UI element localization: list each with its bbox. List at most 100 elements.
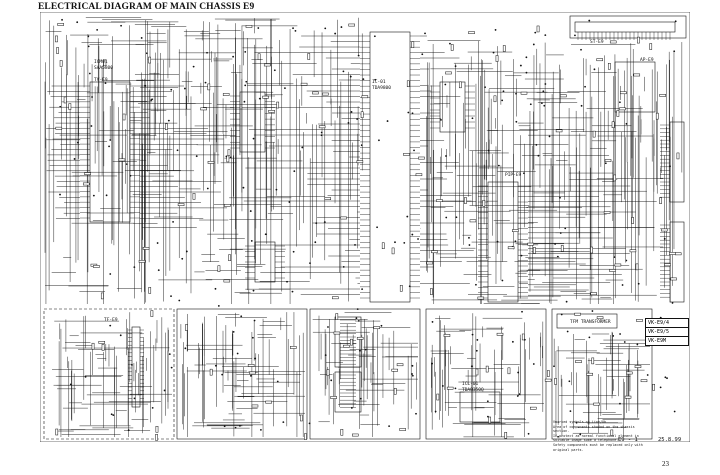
junction-dot (349, 75, 352, 78)
junction-dot (253, 319, 256, 322)
junction-dot (544, 83, 547, 85)
safety-notes: Vmarked symbols on Line/Ub. Area of comp… (553, 420, 643, 452)
component (101, 344, 105, 351)
junction-dot (244, 84, 247, 87)
diagram-title: ELECTRICAL DIAGRAM OF MAIN CHASSIS E9 (38, 2, 255, 12)
junction-dot (204, 81, 207, 84)
junction-dot (170, 88, 173, 91)
component (611, 121, 615, 129)
st-strip (569, 15, 687, 39)
junction-dot (92, 194, 95, 197)
junction-dot (342, 70, 345, 73)
junction-dot (364, 348, 367, 351)
component (209, 368, 213, 376)
junction-dot (327, 326, 329, 328)
junction-dot (145, 52, 148, 55)
component (613, 174, 616, 182)
junction-dot (454, 65, 457, 68)
junction-dot (525, 56, 528, 59)
junction-dot (359, 397, 362, 400)
component (670, 277, 677, 281)
junction-dot (357, 54, 360, 57)
junction-dot (619, 402, 621, 405)
junction-dot (308, 422, 311, 425)
transformer-2 (334, 316, 362, 368)
component (475, 368, 479, 376)
junction-dot (340, 26, 343, 28)
junction-dot (76, 21, 79, 24)
junction-dot (324, 354, 327, 357)
junction-dot (232, 330, 235, 333)
junction-dot (242, 186, 245, 189)
junction-dot (557, 435, 560, 438)
junction-dot (129, 174, 132, 177)
component (340, 216, 347, 220)
component (304, 433, 307, 440)
component (635, 263, 639, 271)
component (122, 113, 126, 121)
junction-dot (408, 285, 411, 288)
junction-dot (320, 131, 323, 134)
junction-dot (119, 334, 122, 337)
component (82, 182, 90, 186)
junction-dot (358, 349, 361, 352)
junction-dot (575, 421, 578, 424)
component (609, 269, 616, 272)
junction-dot (206, 187, 209, 190)
module-label-3: VK-E9M (648, 338, 667, 344)
junction-dot (292, 27, 294, 30)
component (155, 426, 159, 433)
component (604, 159, 612, 162)
component (207, 161, 215, 164)
component (436, 199, 443, 202)
junction-dot (178, 299, 181, 302)
component (360, 111, 364, 119)
component (637, 36, 640, 44)
component (59, 60, 63, 67)
component (142, 247, 150, 250)
component (468, 31, 475, 34)
junction-dot (150, 99, 153, 102)
junction-dot (574, 34, 576, 37)
junction-dot (394, 241, 396, 244)
junction-dot (519, 64, 522, 67)
junction-dot (515, 120, 518, 123)
schematic-canvas (40, 12, 690, 442)
junction-dot (515, 92, 517, 95)
junction-dot (273, 69, 276, 72)
junction-dot (127, 429, 130, 432)
main-ic-part: TDA9800 (372, 86, 391, 91)
junction-dot (591, 310, 594, 312)
component (391, 368, 398, 372)
junction-dot (564, 227, 567, 230)
component (343, 344, 350, 348)
schematic-sheet (40, 12, 690, 442)
junction-dot (444, 83, 447, 86)
component (619, 107, 626, 111)
junction-dot (468, 244, 471, 246)
junction-dot (144, 84, 147, 87)
junction-dot (663, 237, 666, 240)
junction-dot (151, 407, 154, 409)
junction-dot (486, 400, 489, 403)
sheet-border (40, 12, 690, 442)
junction-dot (556, 255, 559, 258)
junction-dot (619, 101, 621, 104)
component (84, 172, 91, 175)
junction-dot (502, 90, 505, 93)
junction-dot (471, 117, 474, 120)
component (403, 153, 410, 156)
component (300, 82, 308, 86)
junction-dot (120, 24, 122, 27)
junction-dot (613, 256, 616, 259)
lower-ic-label: ICL-01 (462, 382, 479, 387)
component (396, 363, 404, 367)
junction-dot (516, 395, 519, 397)
junction-dot (91, 96, 93, 98)
component (431, 250, 438, 254)
component (251, 404, 259, 408)
junction-dot (133, 397, 136, 400)
junction-dot (421, 53, 424, 56)
component (373, 326, 380, 330)
component (411, 41, 415, 48)
